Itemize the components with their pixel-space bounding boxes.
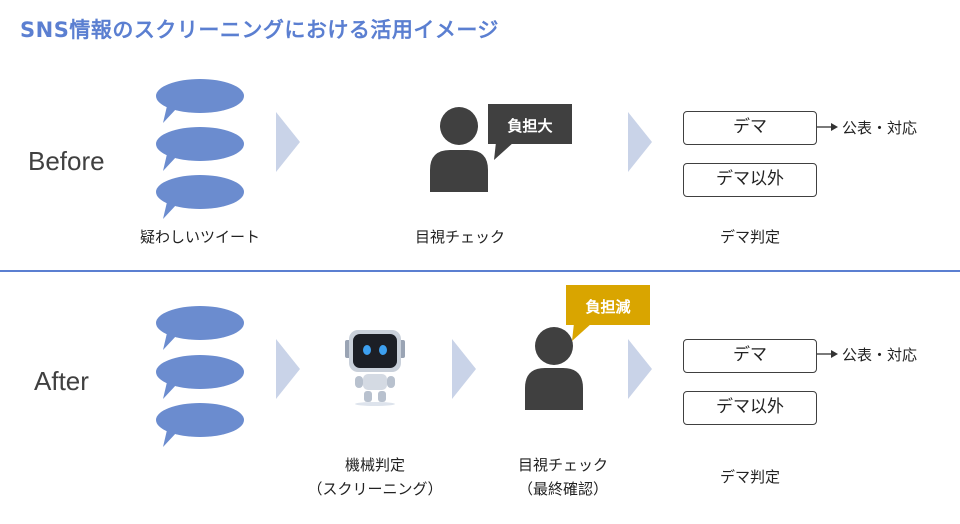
after-label: After (34, 366, 89, 396)
machine-caption-line2: （スクリーニング） (307, 480, 443, 498)
section-divider (0, 270, 960, 272)
chevron-right-icon (276, 339, 300, 399)
burden-low-label: 負担減 (585, 298, 631, 316)
arrow-right-icon (817, 350, 838, 358)
robot-icon (345, 330, 405, 406)
chevron-right-icon (452, 339, 476, 399)
speech-bubble-icon (156, 403, 244, 447)
before-box-other: デマ以外 (683, 163, 817, 197)
after-check-caption-line2: （最終確認） (517, 480, 608, 498)
person-icon (525, 327, 583, 410)
page-title: SNS情報のスクリーニングにおける活用イメージ (20, 18, 499, 42)
speech-bubble-icon (156, 306, 244, 350)
speech-bubble-icon (156, 175, 244, 219)
speech-bubble-icon (156, 355, 244, 399)
arrow-right-icon (817, 123, 838, 131)
chevron-right-icon (276, 112, 300, 172)
chevron-right-icon (628, 339, 652, 399)
burden-low-bubble (566, 285, 650, 341)
machine-caption-line1: 機械判定 (344, 456, 405, 474)
speech-bubble-icon (156, 79, 244, 123)
after-verdict-caption: デマ判定 (719, 468, 780, 486)
before-response: 公表・対応 (842, 119, 918, 137)
speech-bubble-icon (156, 127, 244, 171)
burden-high-label: 負担大 (507, 117, 553, 135)
before-check-caption: 目視チェック (414, 228, 505, 246)
after-response: 公表・対応 (842, 346, 918, 364)
after-box-other: デマ以外 (683, 391, 817, 425)
before-source-caption: 疑わしいツイート (139, 228, 260, 246)
before-label: Before (28, 146, 105, 176)
person-icon (430, 107, 488, 192)
before-box-fake: デマ (683, 111, 817, 145)
after-check-caption-line1: 目視チェック (517, 456, 608, 474)
chevron-right-icon (628, 112, 652, 172)
before-verdict-caption: デマ判定 (719, 228, 780, 246)
after-box-fake: デマ (683, 339, 817, 373)
burden-high-bubble (488, 104, 572, 160)
